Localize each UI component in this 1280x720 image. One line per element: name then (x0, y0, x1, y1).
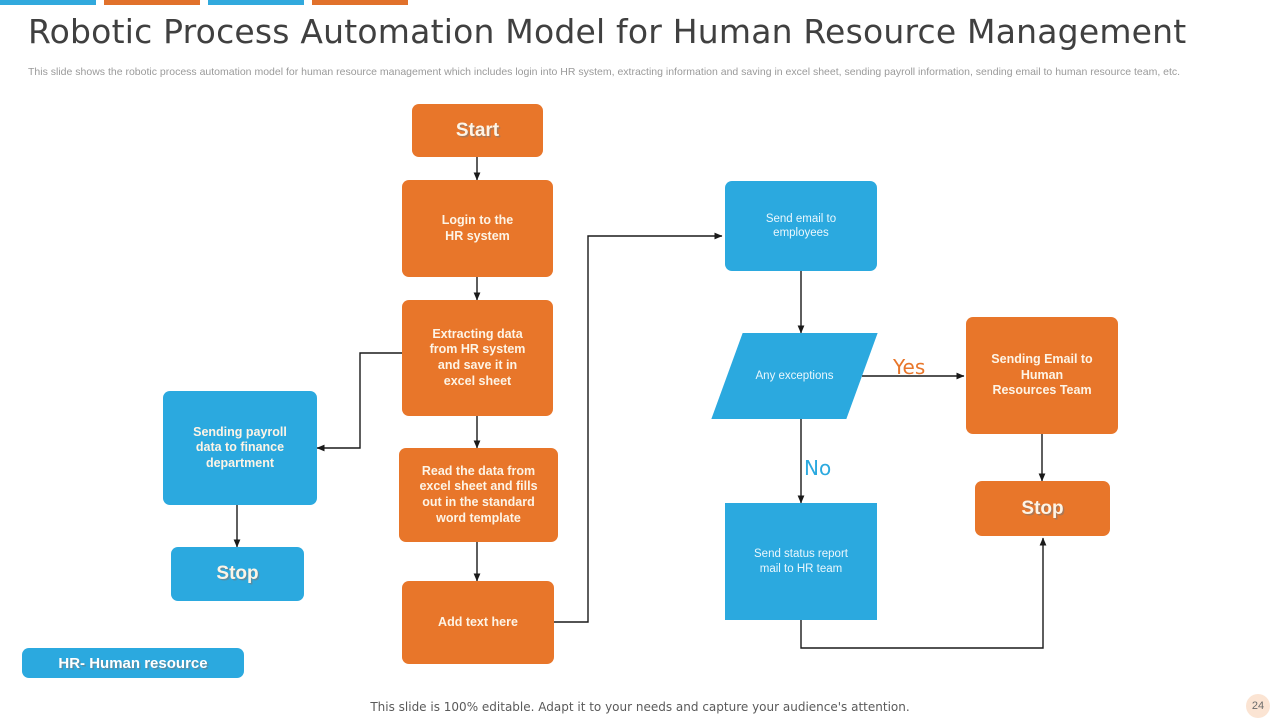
page-subtitle: This slide shows the robotic process aut… (28, 66, 1181, 78)
node-add-text-here-label: Add text here (438, 614, 518, 629)
edge-label-yes: Yes (893, 355, 926, 379)
top-accent-bar-1 (0, 0, 96, 5)
top-accent-bar-2 (104, 0, 200, 5)
footer-note: This slide is 100% editable. Adapt it to… (370, 700, 910, 714)
legend-label: HR- Human resource (58, 654, 208, 672)
edge-label-no: No (804, 456, 832, 480)
top-accent-bar-4 (312, 0, 408, 5)
node-stop-left[interactable]: Stop (171, 547, 304, 601)
node-start-label: Start (455, 119, 500, 141)
node-any-exceptions[interactable]: Any exceptions (711, 333, 878, 419)
node-add-text-here[interactable]: Add text here (402, 581, 554, 664)
legend-hr-abbreviation: HR- Human resource (22, 648, 244, 678)
top-accent-bar-3 (208, 0, 304, 5)
node-stop-right-label: Stop (1021, 497, 1064, 519)
node-stop-left-label: Stop (216, 563, 259, 585)
node-start[interactable]: Start (412, 104, 543, 157)
node-stop-right[interactable]: Stop (975, 481, 1110, 536)
page-number-badge: 24 (1246, 694, 1270, 718)
node-any-exceptions-label: Any exceptions (755, 370, 834, 382)
page-title: Robotic Process Automation Model for Hum… (28, 12, 1187, 51)
